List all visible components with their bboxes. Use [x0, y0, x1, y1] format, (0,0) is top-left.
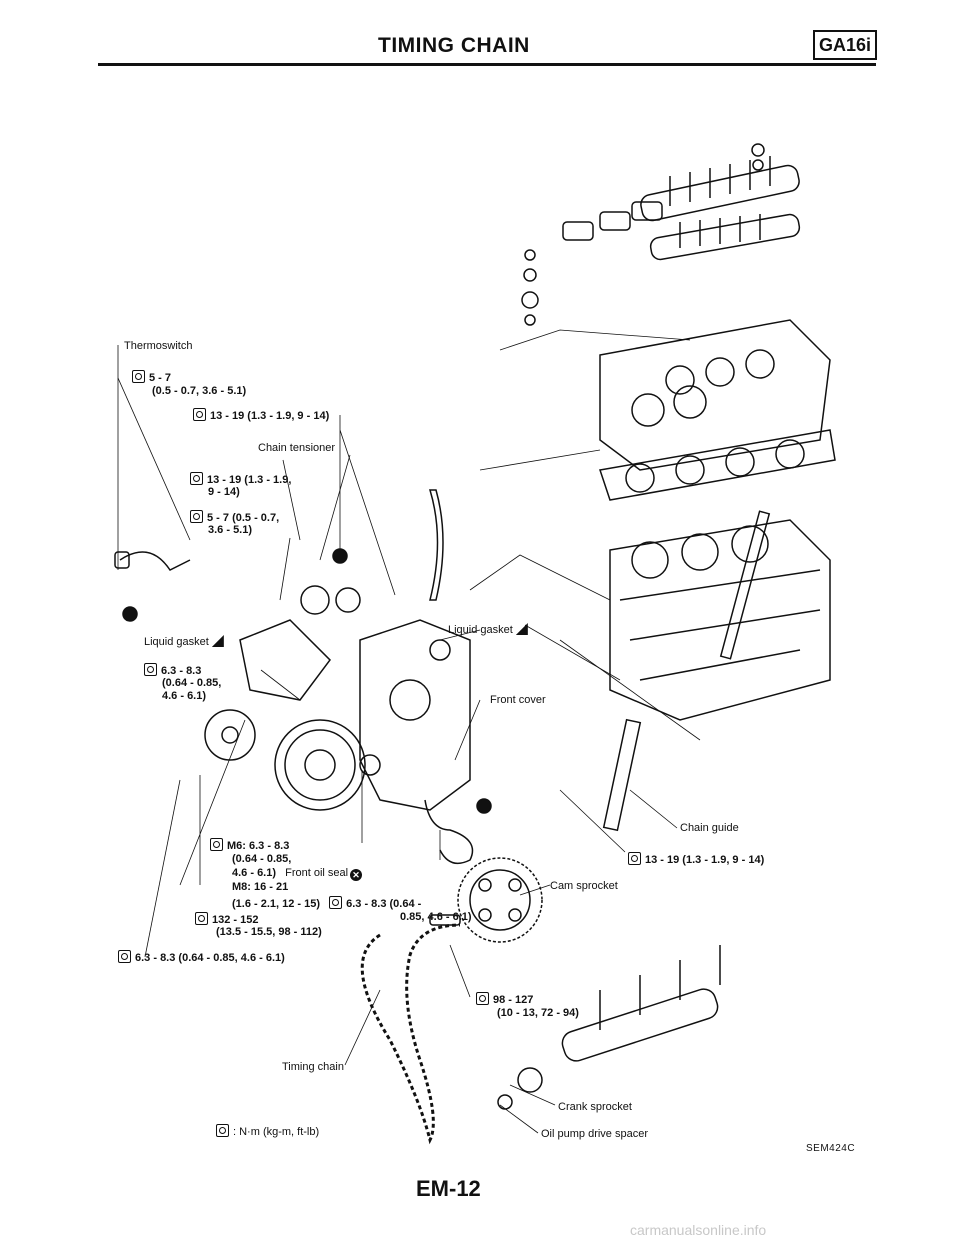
torque-callout-thermoswitch-units: (0.5 - 0.7, 3.6 - 5.1) [152, 385, 247, 397]
torque-callout-front-cover-m6-units-1: (0.64 - 0.85, [232, 853, 292, 865]
cylinder-head-illustration [599, 319, 836, 501]
torque-value: (1.6 - 2.1, 12 - 15) [232, 898, 321, 910]
label-timing-chain: Timing chain [282, 1061, 344, 1073]
torque-callout-timing-cover: 6.3 - 8.3 (0.64 - 0.85, 4.6 - 6.1) [118, 950, 285, 965]
seal-marker-icon: ✕ [350, 869, 363, 881]
torque-callout-oil-strainer-units: 0.85, 4.6 - 6.1) [400, 911, 472, 923]
torque-wrench-icon [195, 912, 208, 925]
cam-sprocket-illustration [429, 857, 543, 943]
torque-callout-crank-pulley: 132 - 152 [195, 912, 258, 927]
torque-wrench-icon [190, 472, 203, 485]
torque-value: 13 - 19 (1.3 - 1.9, 9 - 14) [645, 854, 765, 866]
torque-value: 5 - 7 (0.5 - 0.7, [207, 512, 280, 524]
torque-callout-thermoswitch: 5 - 7 [132, 370, 171, 385]
torque-wrench-icon [132, 370, 145, 383]
engine-code-badge: GA16i [813, 30, 877, 60]
page-title: TIMING CHAIN [378, 34, 530, 57]
liquid-gasket-icon [515, 623, 528, 635]
torque-callout-cam-sprocket: 98 - 127 [476, 992, 533, 1007]
torque-value: 13 - 19 (1.3 - 1.9, 9 - 14) [210, 410, 330, 422]
camshaft-illustration [521, 143, 801, 326]
page-number: EM-12 [416, 1176, 481, 1201]
torque-value: 5 - 7 [149, 372, 172, 384]
label-front-oil-seal: Front oil seal [285, 867, 349, 879]
label-chain-tensioner: Chain tensioner [258, 442, 336, 454]
torque-callout-front-cover-m8-units: (1.6 - 2.1, 12 - 15) 6.3 - 8.3 (0.64 - [232, 896, 421, 911]
figure-code: SEM424C [806, 1143, 856, 1154]
torque-value: M6: 6.3 - 8.3 [227, 840, 290, 852]
torque-wrench-icon [210, 838, 223, 851]
torque-callout-water-inlet-units: 3.6 - 5.1) [208, 524, 253, 536]
torque-value: 132 - 152 [212, 914, 259, 926]
torque-callout-cam-sprocket-units: (10 - 13, 72 - 94) [497, 1007, 579, 1019]
label-oil-pump-drive-spacer: Oil pump drive spacer [541, 1128, 648, 1140]
label-liquid-gasket-left: Liquid gasket [144, 635, 224, 649]
torque-callout-water-pump-units-2: 4.6 - 6.1) [162, 690, 207, 702]
torque-callout-front-cover-m6-units-2: 4.6 - 6.1) Front oil seal✕ [232, 867, 363, 881]
torque-value: 4.6 - 6.1) [232, 867, 277, 879]
torque-callout-tensioner: 13 - 19 (1.3 - 1.9, [190, 472, 291, 487]
liquid-gasket-icon [211, 635, 224, 647]
torque-wrench-icon [190, 510, 203, 523]
label-liquid-gasket-right: Liquid gasket [448, 623, 528, 637]
label-chain-guide: Chain guide [680, 822, 739, 834]
crankshaft-illustration [497, 945, 721, 1110]
torque-callout-water-pump: 6.3 - 8.3 [144, 663, 201, 678]
torque-wrench-icon [216, 1124, 229, 1137]
torque-callout-water-pump-units-1: (0.64 - 0.85, [162, 677, 222, 689]
torque-wrench-icon [144, 663, 157, 676]
torque-value: 6.3 - 8.3 (0.64 - 0.85, 4.6 - 6.1) [135, 952, 285, 964]
label-thermoswitch: Thermoswitch [124, 340, 193, 352]
torque-wrench-icon [628, 852, 641, 865]
torque-value: 6.3 - 8.3 [161, 665, 202, 677]
torque-callout-water-inlet: 5 - 7 (0.5 - 0.7, [190, 510, 279, 525]
torque-callout-front-cover-m8: M8: 16 - 21 [232, 881, 289, 893]
thermoswitch-wire [119, 551, 191, 571]
torque-wrench-icon [118, 950, 131, 963]
torque-wrench-icon [329, 896, 343, 909]
label-cam-sprocket: Cam sprocket [550, 880, 618, 892]
liquid-gasket-text: Liquid gasket [448, 624, 513, 636]
torque-callout-crank-pulley-units: (13.5 - 15.5, 98 - 112) [216, 926, 322, 938]
label-crank-sprocket: Crank sprocket [558, 1101, 632, 1113]
torque-callout-front-cover-m6: M6: 6.3 - 8.3 [210, 838, 289, 853]
torque-value: 6.3 - 8.3 (0.64 - [346, 898, 422, 910]
pulley-illustration [204, 585, 381, 811]
torque-callout-thermostat-housing: 13 - 19 (1.3 - 1.9, 9 - 14) [193, 408, 329, 423]
torque-legend: : N·m (kg-m, ft-lb) [216, 1124, 319, 1138]
front-cover-illustration [359, 489, 471, 811]
header-rule [98, 63, 876, 66]
timing-chain-illustration [360, 923, 461, 1145]
torque-wrench-icon [193, 408, 206, 421]
watermark: carmanualsonline.info [630, 1222, 767, 1238]
torque-value: 13 - 19 (1.3 - 1.9, [207, 474, 292, 486]
cylinder-block-illustration [609, 510, 831, 721]
torque-callout-tensioner-units: 9 - 14) [208, 486, 240, 498]
torque-callout-chain-guide: 13 - 19 (1.3 - 1.9, 9 - 14) [628, 852, 764, 867]
label-front-cover: Front cover [490, 694, 546, 706]
liquid-gasket-text: Liquid gasket [144, 636, 209, 648]
torque-value: 98 - 127 [493, 994, 534, 1006]
torque-wrench-icon [476, 992, 489, 1005]
legend-text: : N·m (kg-m, ft-lb) [233, 1126, 320, 1138]
